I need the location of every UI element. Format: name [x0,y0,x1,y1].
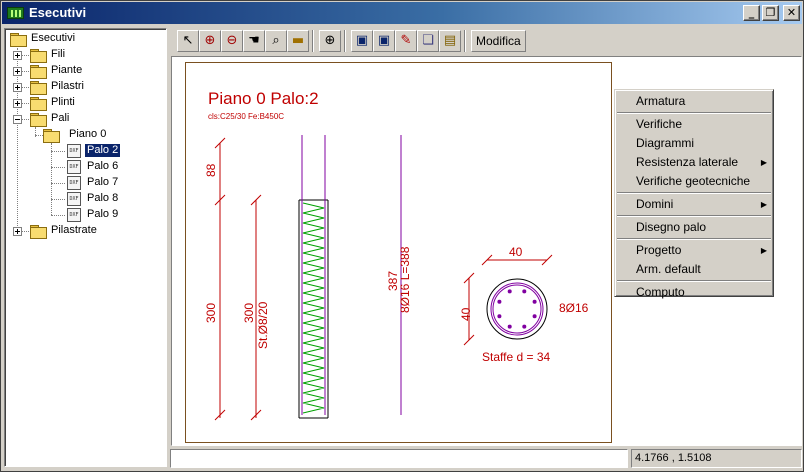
context-menu: Armatura Verifiche Diagrammi Resistenza … [614,89,774,299]
copy-icon[interactable]: ❏ [417,30,439,52]
menu-item-verifiche-geotecniche[interactable]: Verifiche geotecniche [636,174,751,188]
menu-item-diagrammi[interactable]: Diagrammi [636,136,695,150]
zoom-window-icon[interactable]: ⌕ [265,30,287,52]
drawing-sheet: Piano 0 Palo:2 cls:C25/30 Fe:B450C [185,62,612,443]
dxf-file-icon: DXF [67,192,81,206]
dxf-file-icon: DXF [67,208,81,222]
dimension-88: 88 [204,163,218,177]
section-bars-label: 8Ø16 [559,301,589,315]
menu-item-arm-default[interactable]: Arm. default [636,262,701,276]
window-title: Esecutivi [29,5,87,20]
expand-icon[interactable] [13,67,22,76]
app-icon [7,7,24,19]
tools-icon[interactable]: ✎ [395,30,417,52]
dxf-file-icon: DXF [67,176,81,190]
rebar-dot [507,289,512,294]
expand-icon[interactable] [13,227,22,236]
section-width-label: 40 [509,245,523,259]
rebar-dot [497,314,502,319]
folder-icon [30,49,47,63]
folder-icon [30,65,47,79]
collapse-icon[interactable] [13,115,22,124]
submenu-arrow-icon: ▶ [760,200,767,209]
tree-panel[interactable]: Esecutivi Fili Piante Pilastri Plinti Pa… [4,28,167,467]
restore-button[interactable]: ❐ [762,5,779,21]
menu-item-verifiche[interactable]: Verifiche [636,117,683,131]
rebar-dot [497,299,502,304]
drawing-title: Piano 0 Palo:2 [208,89,319,108]
rebar-dot [532,314,537,319]
folder-icon [30,97,47,111]
measure-icon[interactable]: ▬ [287,30,309,52]
rebar-dot [522,324,527,329]
save-as-icon[interactable]: ▣ [373,30,395,52]
expand-icon[interactable] [13,51,22,60]
dxf-file-icon: DXF [67,160,81,174]
status-message [170,449,628,468]
status-coordinates: 4.1766 , 1.5108 [631,449,802,468]
rebar-dot [522,289,527,294]
dimension-300-mid: 300 [242,302,256,323]
stirrups-label: St.Ø8/20 [256,301,270,349]
pile-drawing [214,135,553,421]
expand-icon[interactable] [13,83,22,92]
rebar-dot [532,299,537,304]
menu-item-domini[interactable]: Domini▶ [615,195,773,214]
expand-icon[interactable] [13,99,22,108]
close-button[interactable]: ✕ [783,5,800,21]
pan-hand-icon[interactable]: ☚ [243,30,265,52]
pointer-icon[interactable]: ↖ [177,30,199,52]
paste-icon[interactable]: ▤ [439,30,461,52]
menu-item-progetto[interactable]: Progetto▶ [615,241,773,260]
zoom-extents-icon[interactable]: ⊕ [319,30,341,52]
folder-open-icon [43,129,60,143]
submenu-arrow-icon: ▶ [760,158,767,167]
menu-item-resistenza-laterale[interactable]: Resistenza laterale▶ [615,153,773,172]
dimension-300-left: 300 [204,302,218,323]
save-icon[interactable]: ▣ [351,30,373,52]
menu-item-armatura[interactable]: Armatura [636,94,686,108]
title-bar[interactable]: Esecutivi _ ❐ ✕ [2,2,802,24]
folder-icon [30,225,47,239]
modifica-button[interactable]: Modifica [471,30,526,52]
zoom-out-icon[interactable]: ⊖ [221,30,243,52]
rebar-dot [507,324,512,329]
section-height-label: 40 [459,307,473,321]
folder-icon [30,81,47,95]
dxf-file-icon: DXF [67,144,81,158]
minimize-button[interactable]: _ [743,5,760,21]
stirrup-diameter-label: Staffe d = 34 [482,350,551,364]
drawing-subtitle: cls:C25/30 Fe:B450C [208,112,285,121]
folder-icon [10,33,27,47]
menu-item-computo[interactable]: Computo [636,285,685,299]
folder-open-icon [30,113,47,127]
submenu-arrow-icon: ▶ [760,246,767,255]
toolbar: ↖ ⊕ ⊖ ☚ ⌕ ▬ ⊕ ▣ ▣ ✎ ❏ ▤ Modifica [171,28,802,54]
zoom-in-icon[interactable]: ⊕ [199,30,221,52]
menu-item-disegno-palo[interactable]: Disegno palo [636,220,707,234]
bars-label: 8Ø16 L=388 [398,246,412,313]
